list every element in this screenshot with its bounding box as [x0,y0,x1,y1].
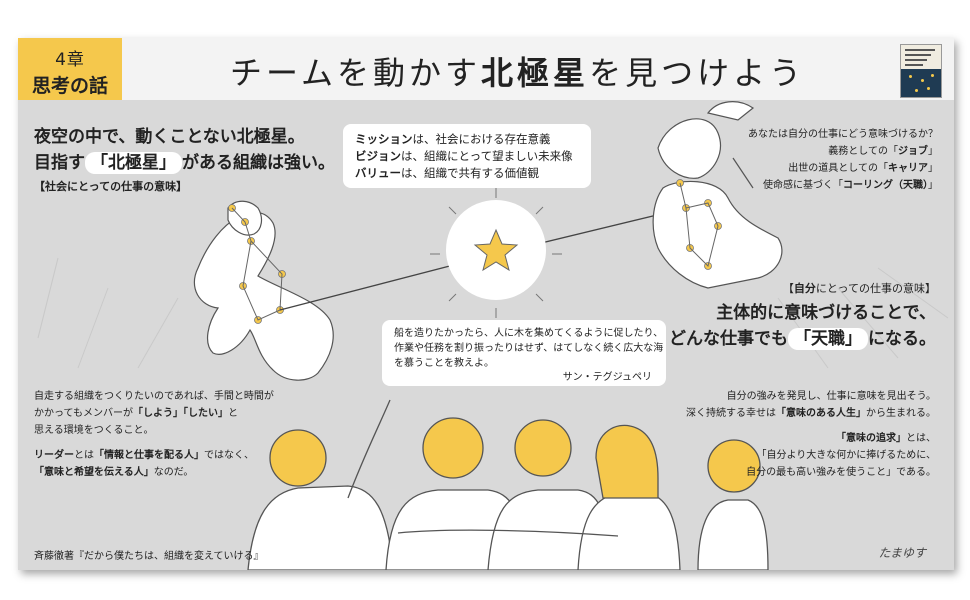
chapter-number: 4章 [55,50,85,70]
self-tag-post: にとっての仕事の意味】 [815,282,936,295]
value-text: は、組織で共有する価値観 [401,166,539,180]
book-cover-thumbnail [900,44,942,98]
right-top-text: あなたは自分の仕事にどう意味づけるか？ 義務としての「ジョブ」 出世の道具として… [748,126,938,194]
book-credit: 斉藤徹著『だから僕たちは、組織を変えていける』 [34,551,264,562]
left-top-line2: 目指す「北極星」がある組織は強い。 [34,150,335,176]
north-star-badge [446,200,546,300]
lb-meaning-hope: 「意味と希望を伝える人」 [34,467,154,478]
self-tag-bold: 自分 [793,282,816,295]
left-top-heading: 夜空の中で、動くことない北極星。 目指す「北極星」がある組織は強い。 [34,124,335,176]
page-title: チームを動かす北極星を見つけよう [230,48,805,94]
right-mid-line2: どんな仕事でも「天職」になる。 [669,326,936,352]
right-mid-line2-post: になる。 [868,329,936,349]
calling-pre: 使命感に基づく「 [763,180,843,191]
bear-constellation [193,200,334,381]
vision-term: ビジョン [355,149,401,163]
mission-term: ミッション [355,132,413,146]
right-mid-heading: 主体的に意味づけることで、 どんな仕事でも「天職」になる。 [669,300,936,352]
quote-line1: 船を造りたかったら、人に木を集めてくるように促したり、 [394,328,664,339]
title-part-1: チームを動かす [230,54,482,92]
job-term: ジョブ [898,146,928,157]
quote-line3: を慕うことを教えよ。 [394,358,494,369]
lb-p1-line1: 自走する組織をつくりたいのであれば、手間と時間が [34,391,274,402]
value-term: バリュー [355,166,401,180]
self-meaning-tag: 【自分にとっての仕事の意味】 [783,280,936,297]
lb-p2-mid: とは [74,450,94,461]
right-top-line3: 出世の道具としての「キャリア」 [748,160,938,177]
job-pre: 義務としての「 [828,146,898,157]
right-bottom-text: 自分の強みを発見し、仕事に意味を見出そう。 深く持続する幸せは「意味のある人生」… [686,388,936,481]
vision-text: は、組織にとって望ましい未来像 [401,149,573,163]
calling-post: 」 [928,180,938,191]
job-post: 」 [928,146,938,157]
lb-p2-line1-post: ではなく、 [204,450,254,461]
quote-text: 船を造りたかったら、人に木を集めてくるように促したり、 作業や任務を割り振ったり… [394,326,663,371]
artist-signature: たまゆす [878,546,926,560]
rb-p1-line2-pre: 深く持続する幸せは [686,408,776,419]
left-top-line2-pre: 目指す [34,153,85,173]
lb-shiyou: 「しよう」 [133,408,183,419]
career-pre: 出世の道具としての「 [788,163,888,174]
left-top-line1: 夜空の中で、動くことない北極星。 [34,127,305,147]
career-term: キャリア [888,163,928,174]
rb-p2-line2: 「自分より大きな何かに捧げるために、 [756,450,937,461]
society-meaning-tag: 【社会にとっての仕事の意味】 [34,180,188,193]
lb-p2-line1: リーダーとは「情報と仕事を配る人」ではなく、 [34,447,274,464]
rb-p1-line2: 深く持続する幸せは「意味のある人生」から生まれる。 [686,405,936,422]
lb-p2-line2: 「意味と希望を伝える人」なのだ。 [34,464,274,481]
quote-author: サン・テグジュペリ [562,372,652,383]
chapter-name: 思考の話 [31,75,108,97]
title-part-2: を見つけよう [589,54,806,92]
rb-p1-line2-post: から生まれる。 [866,408,936,419]
career-post: 」 [928,163,938,174]
lb-p1-line2-post: と [228,408,238,419]
rb-p2-line3: 自分の最も高い強みを使うこと」である。 [746,467,936,478]
title-bold: 北極星 [481,54,590,92]
right-mid-line2-pre: どんな仕事でも [669,329,788,349]
mvv-text: ミッションは、社会における存在意義 ビジョンは、組織にとって望ましい未来像 バリ… [355,131,573,182]
team-illustration [247,399,769,570]
header-bar: 4章 思考の話 チームを動かす北極星を見つけよう [18,38,954,100]
rb-p2-line1: 「意味の追求」とは、 [686,430,936,447]
lb-p1-line2-pre: かかってもメンバーが [34,408,133,419]
quote-bubble: 船を造りたかったら、人に木を集めてくるように促したり、 作業や任務を割り振ったり… [382,320,666,386]
star-icon [473,228,519,272]
chapter-badge: 4章 思考の話 [18,38,122,100]
rb-p1-line1: 自分の強みを発見し、仕事に意味を見出そう。 [726,391,936,402]
left-bottom-text: 自走する組織をつくりたいのであれば、手間と時間が かかってもメンバーが「しよう」… [34,388,274,481]
north-star-highlight: 「北極星」 [85,152,182,174]
right-top-line2: 義務としての「ジョブ」 [748,143,938,160]
infographic-card: 4章 思考の話 チームを動かす北極星を見つけよう [18,38,954,570]
lb-p1-line3: 思える環境をつくること。 [34,425,154,436]
vision-line: ビジョンは、組織にとって望ましい未来像 [355,148,573,165]
constellation-illustration [37,101,949,570]
rb-p2-line1-post: とは、 [906,433,936,444]
left-top-line2-post: がある組織は強い。 [182,153,335,173]
self-tag-pre: 【 [782,282,794,295]
lb-info-distributor: 「情報と仕事を配る人」 [94,450,204,461]
calling-term: コーリング（天職） [843,180,928,191]
mission-text: は、社会における存在意義 [412,132,551,146]
lb-leader: リーダー [34,450,74,461]
lb-p2-line2-post: なのだ。 [153,467,194,478]
rb-meaningful-life: 「意味のある人生」 [776,408,866,419]
mvv-bubble: ミッションは、社会における存在意義 ビジョンは、組織にとって望ましい未来像 バリ… [343,124,591,188]
value-line: バリューは、組織で共有する価値観 [355,165,573,182]
right-top-line1: あなたは自分の仕事にどう意味づけるか？ [748,129,938,140]
rb-pursuit: 「意味の追求」 [836,433,906,444]
mission-line: ミッションは、社会における存在意義 [355,131,573,148]
quote-line2: 作業や任務を割り振ったりはせず、はてしなく続く広大な海 [394,343,664,354]
lb-shitai: 「したい」 [183,408,228,419]
lb-p1-line2: かかってもメンバーが「しよう」「したい」と [34,405,274,422]
right-top-line4: 使命感に基づく「コーリング（天職）」 [748,177,938,194]
calling-highlight: 「天職」 [788,328,868,350]
right-mid-line1: 主体的に意味づけることで、 [716,303,936,323]
